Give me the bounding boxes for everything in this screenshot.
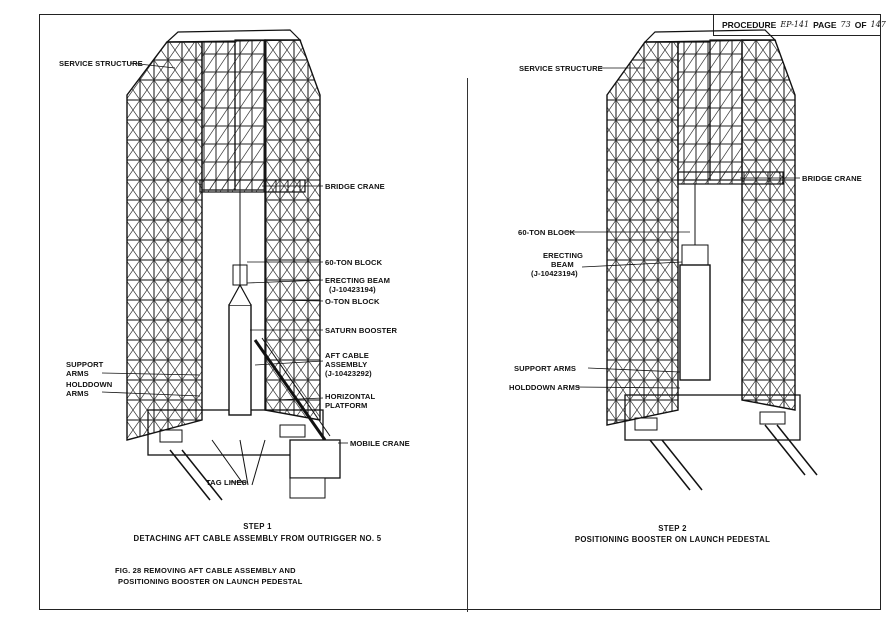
- step2-leader-lines: [566, 67, 800, 389]
- step1-caption-text: DETACHING AFT CABLE ASSEMBLY FROM OUTRIG…: [133, 534, 382, 543]
- page-total: 147: [870, 20, 886, 29]
- label-support-arms-2: SUPPORT ARMS: [514, 364, 577, 373]
- label-0-ton-block: O-TON BLOCK: [325, 297, 380, 306]
- step2-caption-title: STEP 2: [658, 524, 687, 533]
- label-erecting-beam-1a: ERECTING BEAM: [325, 276, 391, 285]
- label-horizontal-platform-b: PLATFORM: [325, 401, 368, 410]
- panel-divider: [467, 78, 468, 612]
- procedure-header: PROCEDURE EP-141 PAGE 73 OF 147: [713, 14, 886, 36]
- label-erecting-beam-2c: (J-10423194): [531, 269, 578, 278]
- label-holddown-arms-2: HOLDDOWN ARMS: [509, 383, 581, 392]
- label-aft-cable-a: AFT CABLE: [325, 351, 369, 360]
- figure-caption-line-2: POSITIONING BOOSTER ON LAUNCH PEDESTAL: [118, 577, 303, 586]
- figure-caption-line-1: FIG. 28 REMOVING AFT CABLE ASSEMBLY AND: [115, 566, 296, 575]
- label-erecting-beam-1b: (J-10423194): [329, 285, 376, 294]
- label-service-structure-2: SERVICE STRUCTURE: [519, 64, 603, 73]
- label-bridge-crane-2: BRIDGE CRANE: [802, 174, 862, 183]
- page-number: 73: [840, 20, 851, 29]
- label-tag-lines: TAG LINES: [206, 478, 247, 487]
- label-saturn-booster: SATURN BOOSTER: [325, 326, 398, 335]
- step1-caption-title: STEP 1: [243, 522, 272, 531]
- of-label: OF: [854, 19, 867, 30]
- label-horizontal-platform-a: HORIZONTAL: [325, 392, 376, 401]
- label-60-ton-block-2: 60-TON BLOCK: [518, 228, 576, 237]
- label-aft-cable-c: (J-10423292): [325, 369, 372, 378]
- label-bridge-crane-1: BRIDGE CRANE: [325, 182, 385, 191]
- step1-leader-lines: [101, 62, 348, 483]
- label-service-structure-1: SERVICE STRUCTURE: [59, 59, 143, 68]
- procedure-label: PROCEDURE: [722, 19, 777, 30]
- step1-tower: [126, 29, 341, 501]
- procedure-number: EP-141: [780, 20, 810, 29]
- label-erecting-beam-2b: BEAM: [551, 260, 574, 269]
- label-aft-cable-b: ASSEMBLY: [325, 360, 368, 369]
- step2-tower: [606, 29, 818, 491]
- page-label: PAGE: [813, 19, 837, 30]
- label-mobile-crane: MOBILE CRANE: [350, 439, 410, 448]
- figure-caption: FIG. 28 REMOVING AFT CABLE ASSEMBLY AND …: [115, 565, 303, 587]
- step2-caption-text: POSITIONING BOOSTER ON LAUNCH PEDESTAL: [574, 535, 771, 544]
- label-support-arms-1b: ARMS: [66, 369, 89, 378]
- label-erecting-beam-2a: ERECTING: [543, 251, 584, 260]
- label-holddown-arms-1b: ARMS: [66, 389, 89, 398]
- label-holddown-arms-1a: HOLDDOWN: [66, 380, 113, 389]
- page-border: [39, 14, 881, 610]
- label-60-ton-block-1: 60-TON BLOCK: [325, 258, 383, 267]
- label-support-arms-1a: SUPPORT: [66, 360, 104, 369]
